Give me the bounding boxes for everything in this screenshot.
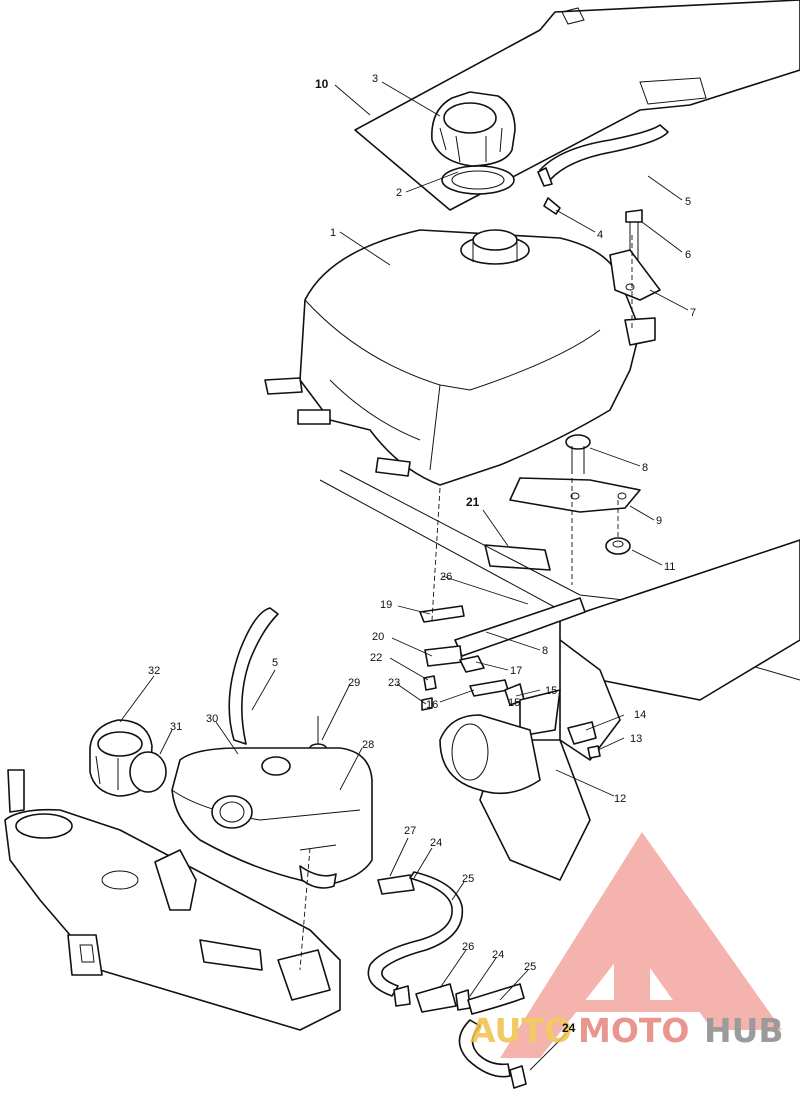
callout-24-a: 24: [430, 837, 442, 849]
frame-rails: [319, 469, 800, 881]
fuel-valve-assembly: [419, 597, 601, 759]
callout-5-lower: 5: [272, 657, 278, 669]
callout-8-top: 8: [642, 462, 648, 474]
callout-26-lower: 26: [462, 941, 474, 953]
reserve-tank: [171, 747, 373, 889]
bracket-7: [609, 249, 661, 301]
callout-labels: 10 3 2 1 4 5 6 7 8 9 21 11 26 19 20 8 22…: [148, 73, 696, 1035]
vent-hose-top: [537, 124, 669, 187]
callout-2: 2: [396, 187, 402, 199]
bolt-8: [565, 434, 591, 474]
callout-24-b: 24: [492, 949, 504, 961]
callout-27: 27: [404, 825, 416, 837]
mounting-lines: [299, 235, 633, 971]
callout-15-a: 15: [545, 685, 557, 697]
watermark-moto: MOTO: [578, 1011, 689, 1050]
fuel-cap-top: [431, 91, 516, 195]
callout-14: 14: [634, 709, 646, 721]
watermark-triangle-inner: [614, 890, 720, 1010]
callout-8-mid: 8: [542, 645, 548, 657]
vent-hose-lower: [228, 607, 279, 745]
callout-22: 22: [370, 652, 382, 664]
callout-25-a: 25: [462, 873, 474, 885]
grommet-11: [605, 537, 631, 555]
callout-20: 20: [372, 631, 384, 643]
callout-11: 11: [664, 561, 675, 573]
pad-21: [484, 544, 551, 571]
callout-23: 23: [388, 677, 400, 689]
elbow-12: [439, 714, 541, 795]
callout-30: 30: [206, 713, 218, 725]
callout-17: 17: [510, 665, 522, 677]
lower-frame: [4, 769, 341, 1031]
callout-24-c: 24: [562, 1021, 576, 1035]
callout-16: 16: [426, 699, 438, 711]
watermark-auto: AUTO: [470, 1011, 572, 1050]
callout-3: 3: [372, 73, 378, 85]
callout-13: 13: [630, 733, 642, 745]
callout-10: 10: [315, 77, 329, 91]
callout-25-b: 25: [524, 961, 536, 973]
fuel-line-hoses: [367, 871, 527, 1089]
callout-9: 9: [656, 515, 662, 527]
vent-29: [309, 716, 327, 753]
bracket-9: [509, 477, 641, 513]
callout-29: 29: [348, 677, 360, 689]
callout-19: 19: [380, 599, 392, 611]
fuel-tank: [264, 197, 656, 486]
leader-lines: [119, 81, 689, 1071]
callout-4: 4: [597, 229, 603, 241]
callout-32: 32: [148, 665, 160, 677]
callout-26-top: 26: [440, 571, 452, 583]
watermark-hub: HUB: [704, 1011, 784, 1050]
callout-12: 12: [614, 793, 626, 805]
watermark-triangle-base: [552, 1000, 760, 1012]
callout-21: 21: [466, 495, 480, 509]
watermark-logo: AUTO MOTO HUB: [470, 832, 784, 1058]
callout-31: 31: [170, 721, 182, 733]
callout-28: 28: [362, 739, 374, 751]
callout-1: 1: [330, 227, 336, 239]
callout-15-b: 15: [508, 697, 520, 709]
reserve-cap: [89, 719, 167, 797]
callout-5-top: 5: [685, 196, 691, 208]
callout-7: 7: [690, 307, 696, 319]
callout-6: 6: [685, 249, 691, 261]
